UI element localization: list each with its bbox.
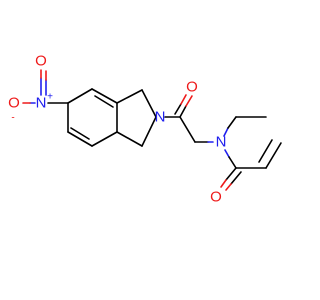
amide-o-label: O — [210, 189, 222, 206]
nitro-group — [22, 69, 69, 104]
pyrrolidine-ring — [116, 89, 157, 147]
nitro-n-charge: + — [47, 92, 53, 103]
atom-labels: O - N + O N O N O — [8, 53, 226, 206]
molecule-structure: O - N + O N O N O — [8, 53, 282, 206]
ethyl-group — [223, 116, 267, 137]
acrylamide-group — [220, 139, 282, 191]
amide-n-label: N — [216, 134, 227, 151]
benzene-ring — [67, 88, 118, 147]
nitro-o-minus-charge: - — [11, 113, 14, 124]
nitro-o-minus-label: O — [8, 95, 20, 112]
acyl-chain — [164, 94, 214, 143]
ketone-o-label: O — [186, 79, 198, 96]
ring-n-label: N — [155, 109, 166, 126]
nitro-o-label: O — [35, 53, 47, 70]
nitro-n-label: N — [36, 95, 47, 112]
